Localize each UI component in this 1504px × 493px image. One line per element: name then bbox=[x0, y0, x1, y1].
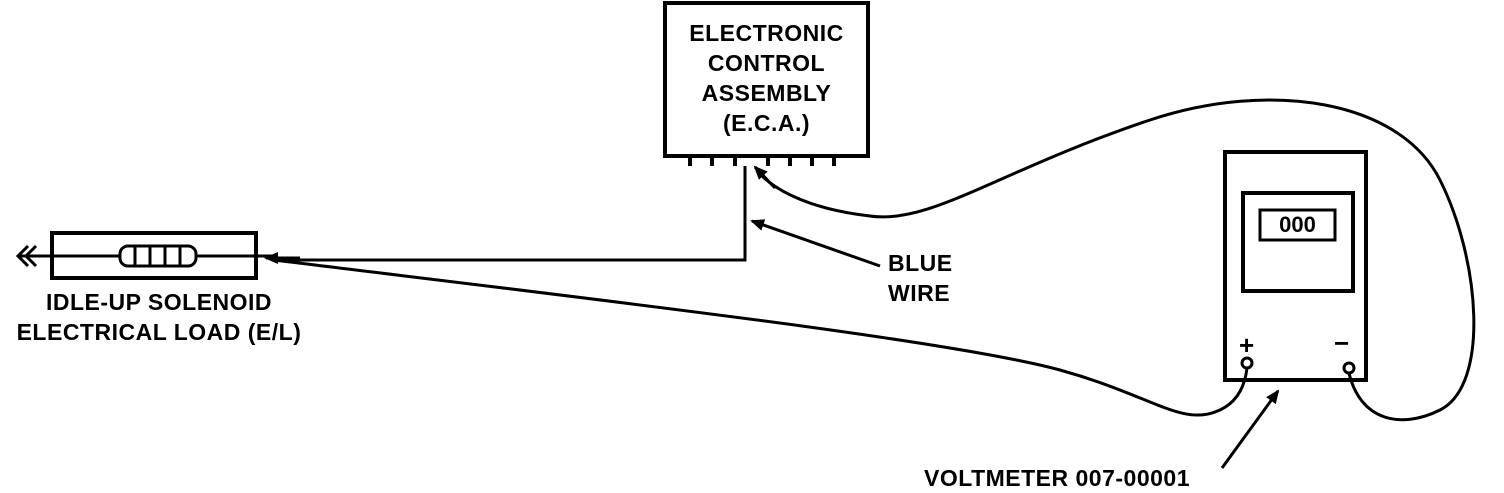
negative-lead bbox=[756, 98, 1476, 422]
connector-chevrons-icon bbox=[15, 244, 38, 268]
blue-wire-label-line: BLUE bbox=[888, 250, 953, 276]
eca-terminal-arrow bbox=[753, 165, 777, 190]
blue-wire bbox=[274, 166, 747, 262]
eca-label-line: ELECTRONIC bbox=[689, 20, 844, 46]
blue-wire-arrow bbox=[750, 219, 881, 268]
eca-label-line: CONTROL bbox=[707, 50, 826, 76]
voltmeter-arrow bbox=[1220, 389, 1280, 469]
eca-pins bbox=[688, 156, 836, 166]
solenoid-label: IDLE-UP SOLENOID ELECTRICAL LOAD (E/L) bbox=[0, 287, 318, 347]
eca-box bbox=[663, 1, 870, 158]
solenoid-coil-icon bbox=[118, 244, 198, 268]
voltmeter-display bbox=[1258, 208, 1337, 242]
voltmeter-screen bbox=[1241, 191, 1355, 293]
eca-label-line: (E.C.A.) bbox=[722, 110, 811, 136]
positive-lead bbox=[273, 258, 1249, 417]
blue-wire-label: BLUE WIRE bbox=[888, 248, 953, 308]
solenoid-label-line: ELECTRICAL LOAD (E/L) bbox=[16, 319, 302, 345]
plus-sign: + bbox=[1239, 330, 1255, 360]
eca-label: ELECTRONIC CONTROL ASSEMBLY (E.C.A.) bbox=[665, 18, 868, 138]
solenoid-label-line: IDLE-UP SOLENOID bbox=[45, 289, 273, 315]
voltmeter-label: VOLTMETER 007-00001 bbox=[924, 465, 1191, 491]
minus-jack bbox=[1342, 361, 1356, 375]
voltmeter-reading: 000 bbox=[1279, 212, 1316, 237]
blue-wire-label-line: WIRE bbox=[888, 280, 951, 306]
minus-sign: − bbox=[1334, 328, 1350, 358]
eca-label-line: ASSEMBLY bbox=[701, 80, 832, 106]
